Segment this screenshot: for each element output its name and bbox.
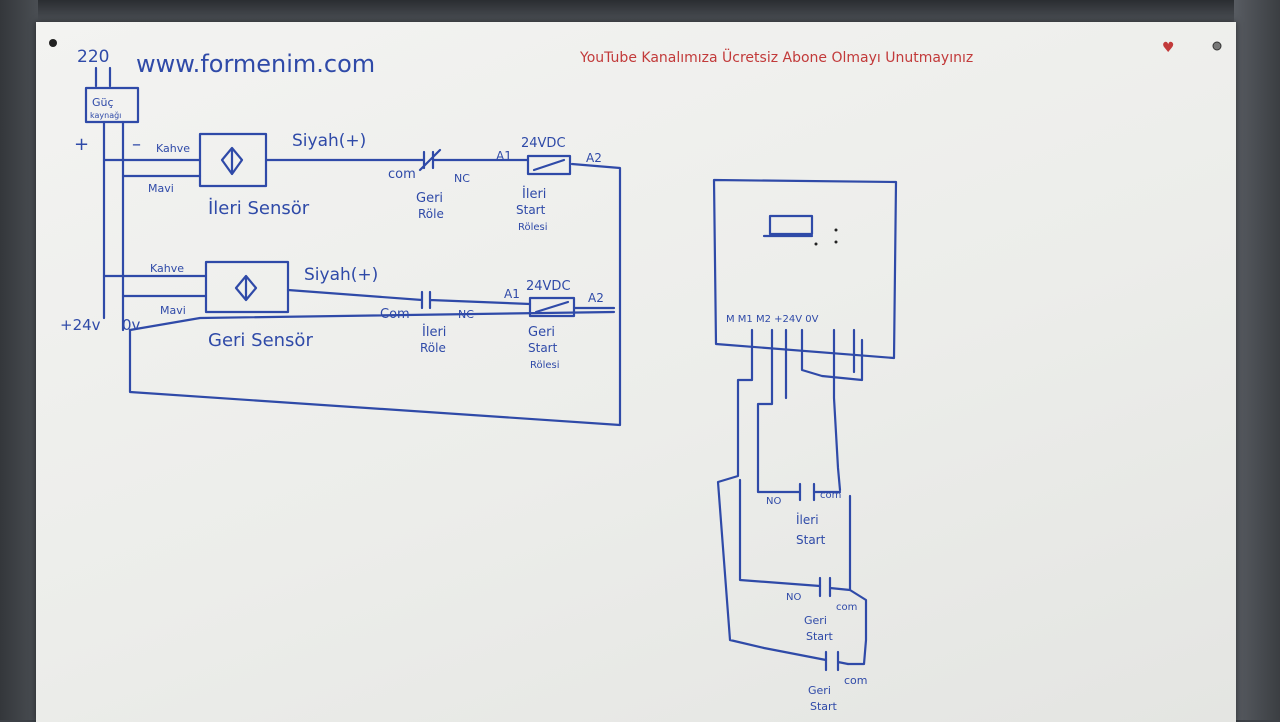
contact4-name1: Geri <box>804 614 827 627</box>
controller-terminals: M M1 M2 +24V 0V <box>726 314 819 325</box>
board-frame-top <box>0 0 1280 24</box>
relay-geri-start: 24VDC A1 A2 Geri Start Rölesi <box>504 279 604 371</box>
contact3-com: com <box>820 490 841 501</box>
supply-label-2: kaynağı <box>90 111 121 120</box>
controller-box <box>712 178 898 360</box>
contact4-no: NO <box>786 592 801 603</box>
plus24-label: +24v <box>60 316 101 334</box>
relay2-a1: A1 <box>504 287 520 301</box>
relay2-name2: Start <box>528 341 558 355</box>
relay2-voltage: 24VDC <box>526 279 571 294</box>
supply-label: Güç <box>92 96 114 109</box>
relay1-coil <box>526 154 572 176</box>
power-supply: 220 Güç kaynağı + – +24v 0v <box>60 47 141 334</box>
contact-geri-start-2: com Geri Start <box>808 650 868 713</box>
contact2-name: İleri <box>422 324 446 340</box>
backward-sensor-blue: Mavi <box>160 304 186 317</box>
contact2-name2: Röle <box>420 341 446 355</box>
contact1-nc: NC <box>454 172 470 185</box>
contact5-name2: Start <box>810 700 838 713</box>
contact5-name1: Geri <box>808 684 831 697</box>
contact1-name2: Röle <box>418 207 444 221</box>
forward-sensor-label: İleri Sensör <box>208 198 310 219</box>
controller-display <box>768 214 814 236</box>
contact-geri-role: com NC Geri Röle <box>388 167 470 221</box>
subscribe-banner: YouTube Kanalımıza Ücretsiz Abone Olmayı… <box>579 48 973 66</box>
relay-ileri-start: 24VDC A1 A2 İleri Start Rölesi <box>496 136 602 233</box>
website-text: www.formenim.com <box>136 50 375 78</box>
mains-voltage-label: 220 <box>77 47 109 67</box>
relay1-a1: A1 <box>496 149 512 163</box>
board-magnet-right <box>1212 41 1222 51</box>
contact4-name2: Start <box>806 630 834 643</box>
contact4-com: com <box>836 602 857 613</box>
zero-volt-label: 0v <box>122 316 141 334</box>
backward-sensor: Kahve Mavi Siyah(+) Geri Sensör <box>102 260 378 351</box>
backward-sensor-label: Geri Sensör <box>208 330 313 351</box>
relay1-voltage: 24VDC <box>521 136 566 151</box>
contact3-name2: Start <box>796 533 826 547</box>
minus-label: – <box>132 134 141 155</box>
contact2-nc: NC <box>458 308 474 321</box>
plus-label: + <box>74 134 89 155</box>
forward-sensor-black: Siyah(+) <box>292 131 366 151</box>
sensor-symbol-icon <box>220 146 244 176</box>
forward-sensor-blue: Mavi <box>148 182 174 195</box>
contact2-com: Com <box>380 307 410 322</box>
whiteboard <box>36 22 1236 722</box>
contact1-name: Geri <box>416 191 443 206</box>
contact-geri-start: NO com Geri Start <box>786 576 857 643</box>
contact3-no: NO <box>766 496 781 507</box>
relay2-name1: Geri <box>528 325 555 340</box>
controller: M M1 M2 +24V 0V <box>712 178 898 360</box>
sensor-symbol-icon-2 <box>234 274 258 302</box>
contact-ileri-role: Com NC İleri Röle <box>380 307 474 355</box>
backward-sensor-brown: Kahve <box>150 262 184 275</box>
contact-ileri-start: NO com İleri Start <box>766 482 841 547</box>
relay1-name3: Rölesi <box>518 222 548 233</box>
backward-sensor-black: Siyah(+) <box>304 265 378 285</box>
relay1-name2: Start <box>516 203 546 217</box>
contact1-com: com <box>388 167 416 182</box>
relay2-a2: A2 <box>588 291 604 305</box>
relay2-coil <box>528 296 576 318</box>
backward-sensor-box <box>204 260 290 314</box>
contact3-name1: İleri <box>796 512 819 527</box>
heart-icon: ♥ <box>1162 40 1175 56</box>
forward-sensor-brown: Kahve <box>156 142 190 155</box>
relay1-a2: A2 <box>586 151 602 165</box>
contact5-com: com <box>844 674 868 687</box>
relay1-name1: İleri <box>522 186 546 202</box>
board-frame-left <box>0 0 38 720</box>
relay2-name3: Rölesi <box>530 360 560 371</box>
board-magnet-left <box>49 39 57 47</box>
forward-sensor: Kahve Mavi Siyah(+) İleri Sensör <box>102 131 366 219</box>
board-frame-right <box>1234 0 1280 720</box>
